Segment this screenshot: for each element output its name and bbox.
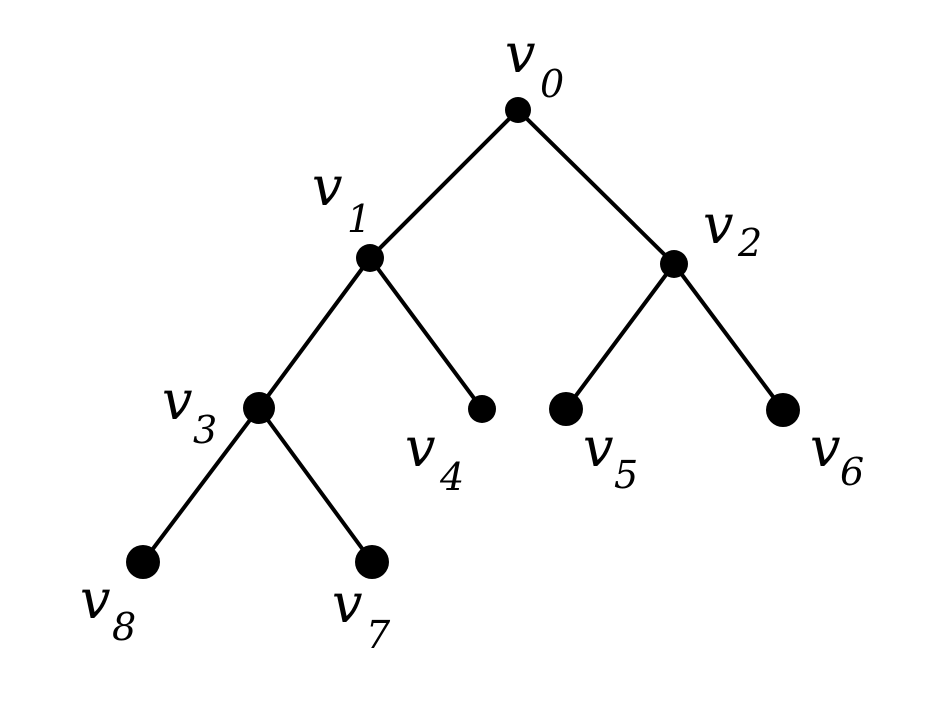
- node-v8: [126, 545, 160, 579]
- node-v0: [505, 97, 531, 123]
- label-letter-v7: v: [332, 572, 363, 635]
- edge-v3-v7: [257, 406, 374, 564]
- node-v3: [243, 392, 275, 424]
- label-letter-v3: v: [162, 369, 193, 432]
- label-v1: v1: [312, 155, 371, 241]
- label-letter-v0: v: [505, 22, 536, 85]
- label-letter-v8: v: [80, 568, 111, 631]
- node-v1: [356, 244, 384, 272]
- label-index-v6: 6: [840, 450, 864, 494]
- label-index-v1: 1: [347, 197, 371, 241]
- label-index-v0: 0: [540, 62, 564, 106]
- label-index-v3: 3: [193, 408, 217, 452]
- edge-v2-v6: [672, 262, 785, 412]
- node-v5: [549, 392, 583, 426]
- edge-v2-v5: [564, 262, 676, 411]
- node-v2: [660, 250, 688, 278]
- label-index-v5: 5: [614, 453, 638, 497]
- tree-nodes: [126, 97, 800, 579]
- edge-v1-v4: [368, 256, 484, 411]
- label-index-v8: 8: [112, 605, 136, 649]
- label-letter-v2: v: [703, 193, 734, 256]
- label-letter-v4: v: [405, 416, 436, 479]
- tree-edges: [141, 108, 785, 564]
- edge-v1-v3: [257, 256, 372, 410]
- edge-v0-v1: [368, 108, 520, 260]
- label-letter-v1: v: [312, 155, 343, 218]
- label-index-v7: 7: [366, 613, 391, 657]
- node-v6: [766, 393, 800, 427]
- edge-v0-v2: [516, 108, 676, 266]
- node-v4: [468, 395, 496, 423]
- label-index-v4: 4: [439, 455, 464, 499]
- label-index-v2: 2: [737, 221, 762, 265]
- node-v7: [355, 545, 389, 579]
- edge-v3-v8: [141, 406, 261, 564]
- label-letter-v5: v: [583, 416, 614, 479]
- label-letter-v6: v: [810, 416, 841, 479]
